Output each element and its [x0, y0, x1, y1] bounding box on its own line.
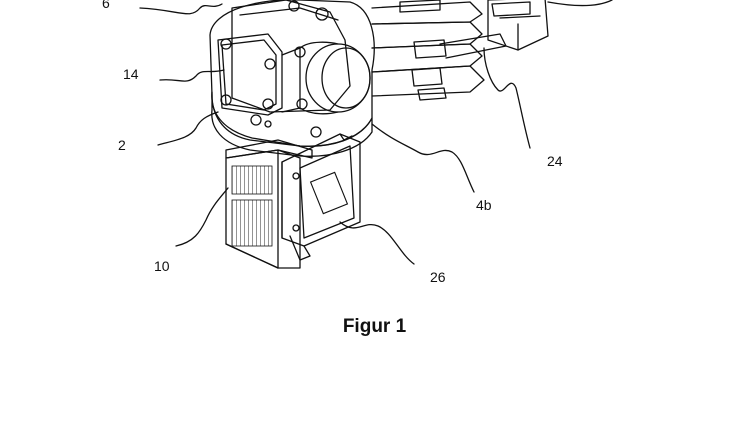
label-10: 10: [154, 258, 170, 274]
base-plate: [211, 91, 373, 157]
label-6: 6: [102, 0, 110, 11]
leader-24: [483, 47, 531, 149]
leader-26: [339, 221, 415, 265]
leader-top-right: [547, 0, 613, 7]
leader-6: [139, 3, 223, 15]
label-2: 2: [118, 137, 126, 153]
reference-labels: 6 14 2 10 26 4b 24: [102, 0, 563, 285]
motor-block: [217, 33, 301, 116]
figure-caption: Figur 1: [342, 316, 407, 337]
side-module-26: [281, 133, 361, 261]
leader-10: [175, 187, 229, 247]
label-26: 26: [430, 269, 446, 285]
drive-unit-10: [225, 139, 313, 269]
label-24: 24: [547, 153, 563, 169]
leader-lines: [139, 0, 613, 265]
rotary-joint-housing: [209, 0, 375, 147]
motor-cap: [288, 0, 371, 115]
leader-14: [159, 69, 225, 82]
leader-4b: [371, 123, 475, 193]
label-14: 14: [123, 66, 139, 82]
leader-2: [157, 111, 219, 146]
label-4b: 4b: [476, 197, 492, 213]
gripper-arm: [371, 0, 549, 101]
